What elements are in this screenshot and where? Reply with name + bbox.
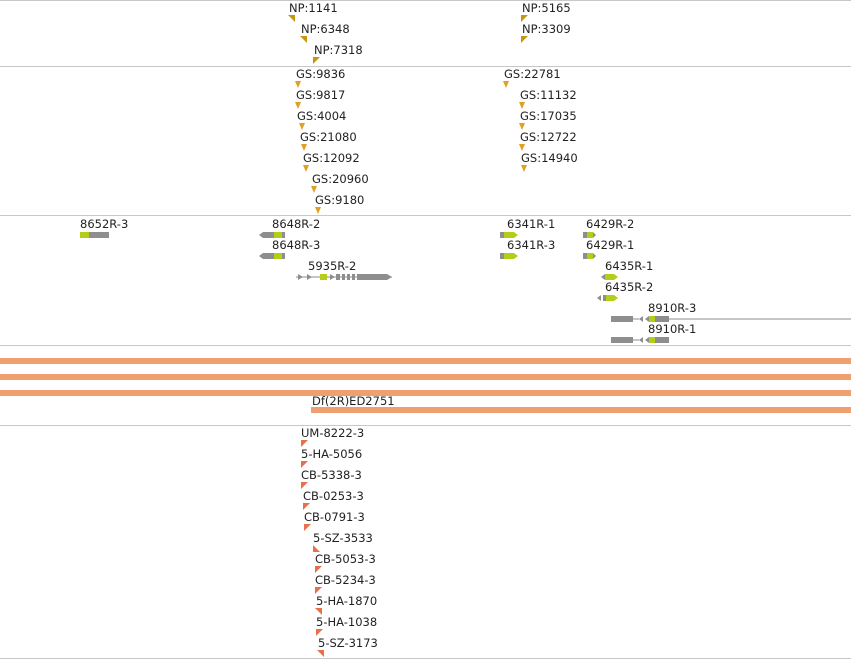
insertion-marker-icon: [295, 81, 301, 88]
track-divider: [0, 215, 851, 216]
insertion-marker-icon: [301, 482, 308, 489]
insertion-marker-icon: [304, 524, 311, 531]
transcript-label: 6435R-1: [605, 259, 654, 273]
insertion-marker-icon: [301, 461, 308, 468]
gene-model-icon: [611, 337, 669, 343]
insertion-marker-icon: [317, 650, 324, 657]
track-divider: [0, 345, 851, 346]
insertion-marker-icon: [313, 57, 320, 64]
insertion-marker-icon: [315, 207, 321, 214]
transcript-label: 8910R-1: [648, 322, 697, 336]
transcript-label: 6429R-1: [586, 238, 635, 252]
deficiency-label: Df(2R)ED2751: [312, 394, 395, 408]
gene-model-icon: [296, 274, 392, 280]
insertion-marker-icon: [503, 81, 509, 88]
gs-insertion-label: GS:11132: [520, 88, 577, 102]
insertion-label: 5-HA-1038: [316, 615, 378, 629]
gs-insertion-label: GS:12722: [520, 130, 577, 144]
gs-insertion-label: GS:21080: [300, 130, 357, 144]
insertion-marker-icon: [295, 102, 301, 109]
insertion-marker-icon: [313, 545, 320, 552]
insertion-marker-icon: [301, 144, 307, 151]
deficiency[interactable]: [0, 390, 851, 396]
transcript-label: 6341R-3: [507, 238, 556, 252]
insertion-marker-icon: [519, 123, 525, 130]
insertion-marker-icon: [521, 36, 528, 43]
gs-insertion-label: GS:9817: [296, 88, 346, 102]
np-insertion-label: NP:3309: [522, 22, 571, 36]
insertion-marker-icon: [311, 186, 317, 193]
deficiency-bar: [0, 390, 851, 396]
np-insertion-label: NP:7318: [314, 43, 363, 57]
transcript-label: 8648R-3: [272, 238, 321, 252]
deficiency[interactable]: Df(2R)ED2751: [311, 395, 851, 413]
transcript-label: 6429R-2: [586, 217, 635, 231]
transcript-label: 8648R-2: [272, 217, 321, 231]
deficiency-bar: [311, 407, 851, 413]
insertion-marker-icon: [519, 102, 525, 109]
deficiency-bar: [0, 374, 851, 380]
gene-model-icon: [601, 274, 618, 280]
insertion-label: 5-SZ-3533: [313, 531, 373, 545]
insertion-label: 5-HA-5056: [301, 447, 363, 461]
insertion-marker-icon: [521, 165, 527, 172]
deficiency[interactable]: [0, 374, 851, 380]
transcript-label: 5935R-2: [308, 259, 357, 273]
insertion-label: CB-5338-3: [301, 468, 362, 482]
gs-insertion-label: GS:4004: [297, 109, 347, 123]
gene-model-icon: [500, 232, 518, 238]
gs-insertion-label: GS:9836: [296, 67, 346, 81]
insertion-marker-icon: [303, 165, 309, 172]
insertion-marker-icon: [519, 144, 525, 151]
insertion-marker-icon: [288, 15, 295, 22]
gene-model-icon: [259, 253, 285, 259]
insertion-marker-icon: [315, 566, 322, 573]
transcript-label: 6435R-2: [605, 280, 654, 294]
gs-insertion-label: GS:20960: [312, 172, 369, 186]
gene-model-icon: [259, 232, 285, 238]
track-divider: [0, 0, 851, 1]
gs-insertion-label: GS:22781: [504, 67, 561, 81]
insertion-marker-icon: [521, 15, 528, 22]
gene-model-icon: [80, 232, 109, 238]
insertion-marker-icon: [315, 608, 322, 615]
insertion-label: CB-5053-3: [315, 552, 376, 566]
gene-model-icon: [611, 316, 851, 322]
transcript-label: 6341R-1: [507, 217, 556, 231]
deficiency[interactable]: [0, 358, 851, 364]
insertion-label: UM-8222-3: [301, 426, 365, 440]
insertion-label: 5-HA-1870: [316, 594, 378, 608]
track-divider: [0, 425, 851, 426]
gs-insertion-label: GS:9180: [315, 193, 365, 207]
gene-model-icon: [583, 253, 596, 259]
insertion-marker-icon: [300, 36, 307, 43]
np-insertion-label: NP:5165: [522, 1, 571, 15]
gs-insertion-label: GS:17035: [520, 109, 577, 123]
gs-insertion-label: GS:12092: [303, 151, 360, 165]
np-insertion-label: NP:6348: [301, 22, 350, 36]
insertion-label: CB-0253-3: [303, 489, 364, 503]
transcript-label: 8910R-3: [648, 301, 697, 315]
gs-insertion-label: GS:14940: [521, 151, 578, 165]
insertion-marker-icon: [299, 123, 305, 130]
insertion-marker-icon: [315, 587, 322, 594]
transcript-label: 8652R-3: [80, 217, 129, 231]
insertion-marker-icon: [301, 440, 308, 447]
track-divider: [0, 658, 851, 659]
insertion-marker-icon: [303, 503, 310, 510]
deficiency-bar: [0, 358, 851, 364]
insertion-label: CB-0791-3: [304, 510, 365, 524]
np-insertion-label: NP:1141: [289, 1, 338, 15]
gene-model-icon: [583, 232, 596, 238]
insertion-label: 5-SZ-3173: [318, 636, 378, 650]
track-divider: [0, 66, 851, 67]
gene-model-icon: [500, 253, 518, 259]
insertion-label: CB-5234-3: [315, 573, 376, 587]
insertion-marker-icon: [316, 629, 323, 636]
gene-model-icon: [597, 295, 618, 301]
